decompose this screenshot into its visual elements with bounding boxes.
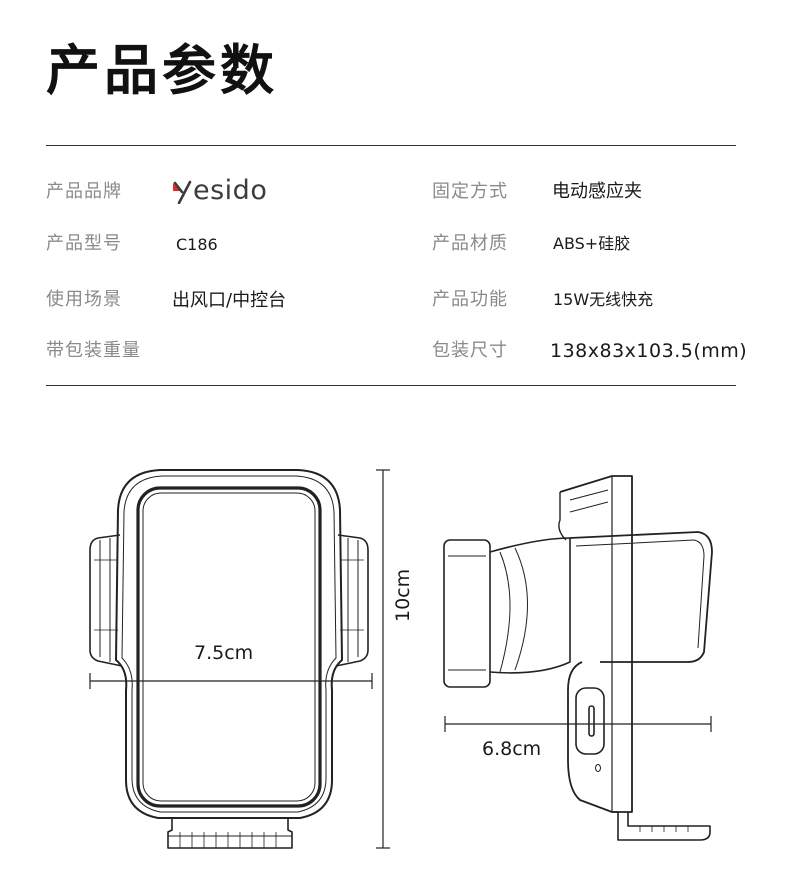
package-value: 138x83x103.5(mm)	[550, 340, 748, 362]
front-view-drawing	[89, 469, 369, 849]
brand-logo: esido	[172, 173, 267, 207]
package-label: 包装尺寸	[432, 340, 508, 361]
top-divider	[46, 145, 736, 146]
material-value: ABS+硅胶	[553, 234, 631, 253]
scene-label: 使用场景	[46, 289, 122, 310]
function-value: 15W无线快充	[553, 290, 654, 309]
material-label: 产品材质	[432, 233, 508, 254]
front-width-dimension-line	[89, 673, 373, 689]
bottom-divider	[46, 385, 736, 386]
side-depth-label: 6.8cm	[482, 738, 542, 760]
front-width-label: 7.5cm	[194, 642, 254, 664]
side-view-drawing	[443, 475, 713, 841]
brand-label: 产品品牌	[46, 181, 122, 202]
scene-value: 出风口/中控台	[172, 290, 287, 311]
model-label: 产品型号	[46, 233, 122, 254]
mount-value: 电动感应夹	[552, 181, 642, 202]
function-label: 产品功能	[432, 289, 508, 310]
brand-logo-text: esido	[193, 174, 268, 206]
side-depth-dimension-line	[444, 716, 712, 732]
height-label: 10cm	[392, 568, 414, 622]
weight-label: 带包装重量	[46, 340, 141, 361]
page-title: 产品参数	[46, 39, 278, 102]
brand-logo-mark-icon	[172, 178, 192, 205]
height-dimension-line	[376, 469, 390, 849]
mount-label: 固定方式	[432, 181, 508, 202]
model-value: C186	[176, 235, 218, 254]
